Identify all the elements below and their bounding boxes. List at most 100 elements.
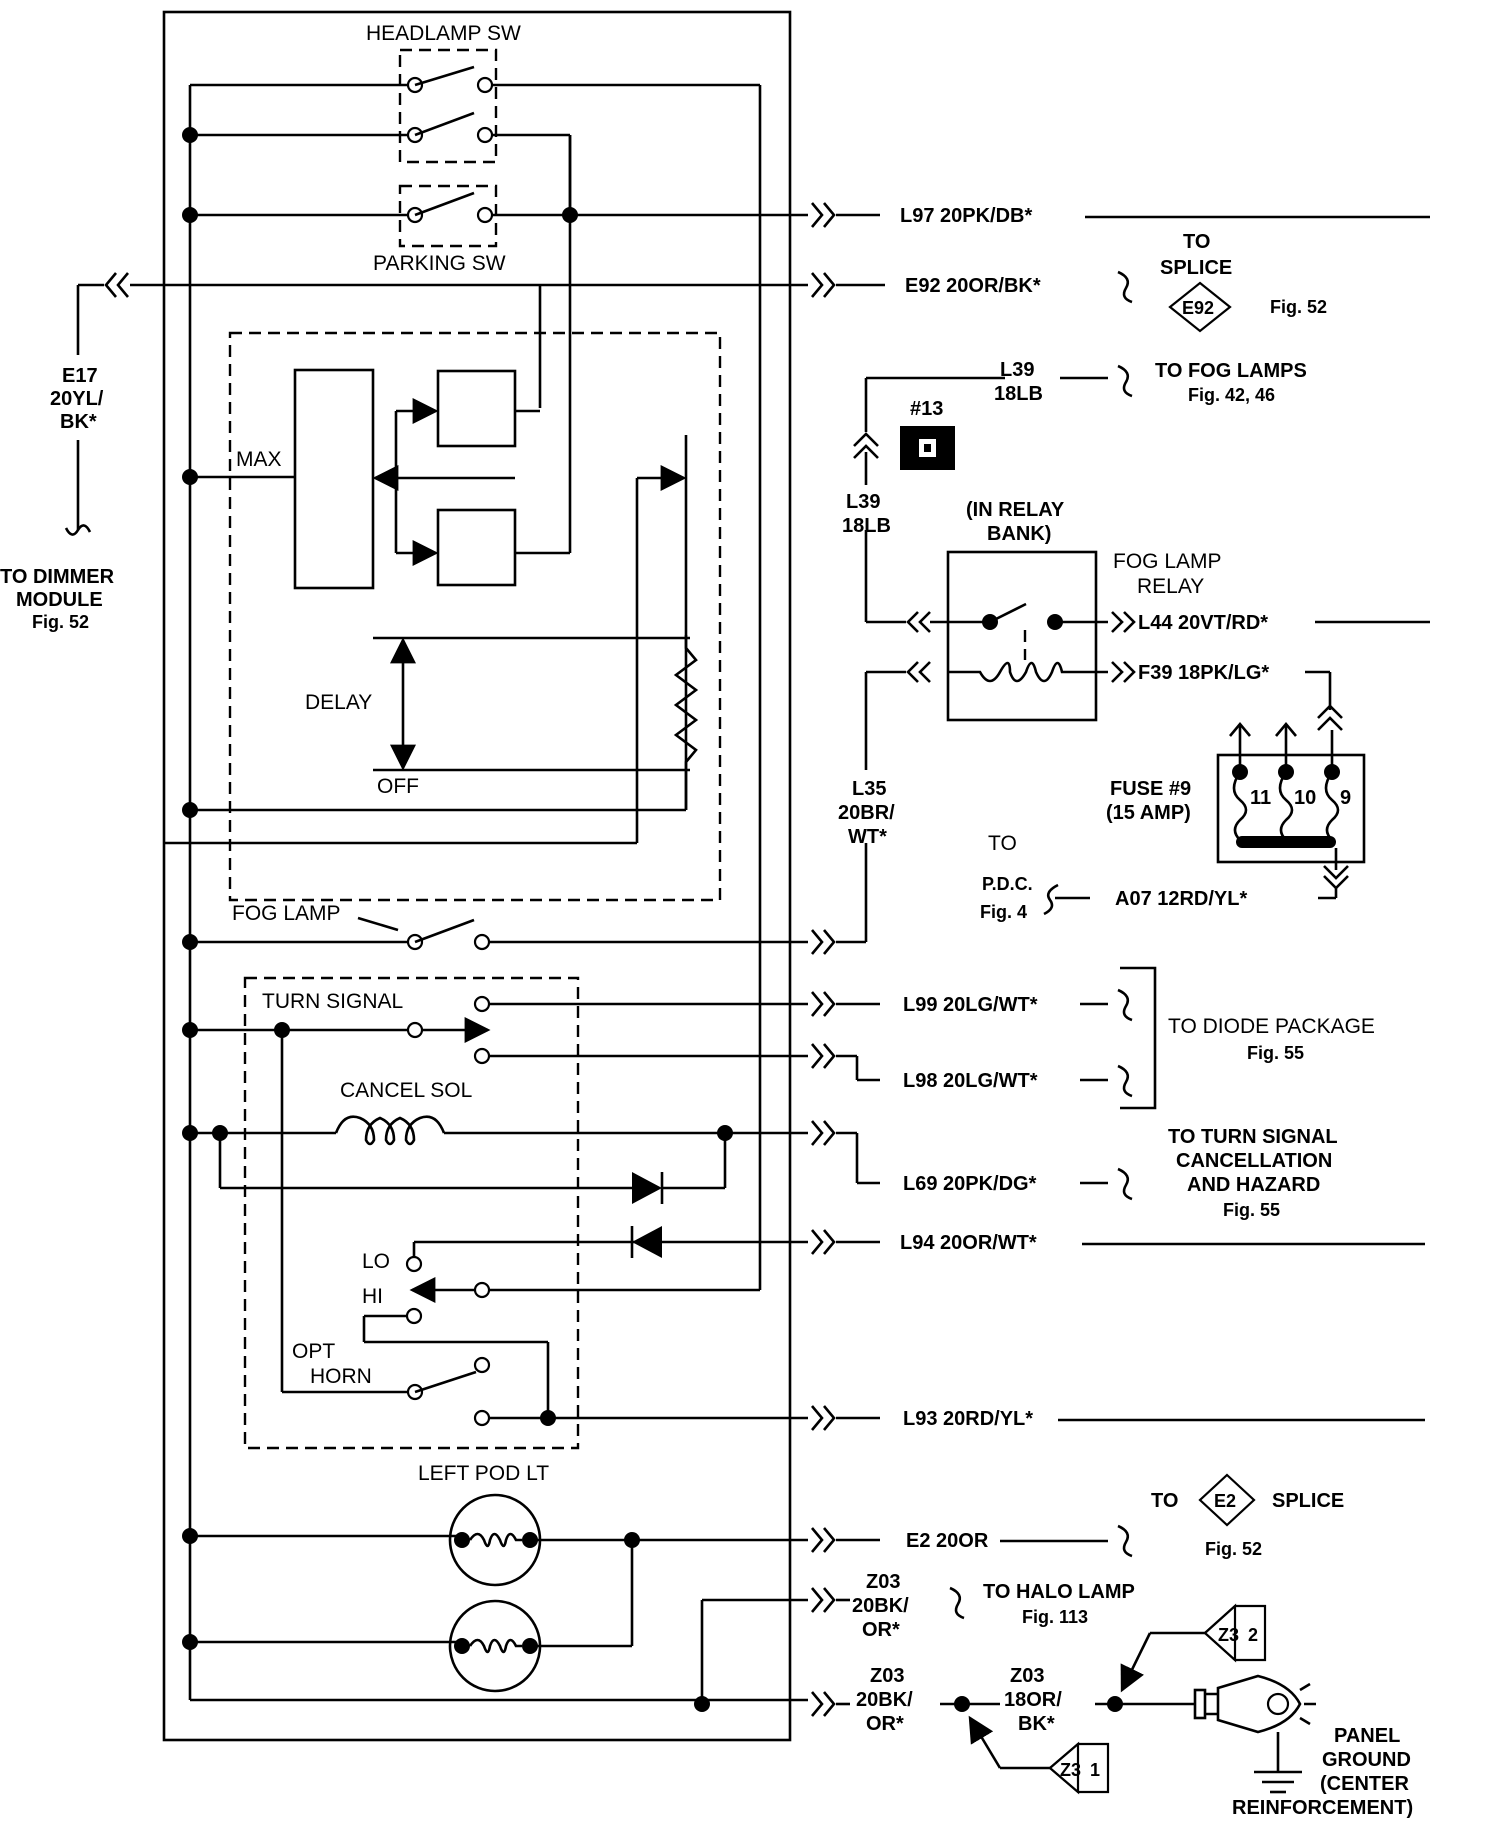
hi-label: HI [362,1285,383,1308]
svg-text:TO: TO [1151,1490,1178,1512]
to-fog-lamps: TO FOG LAMPS [1155,360,1307,382]
dimmer-module-box [228,331,722,902]
splice-e92-tag [1168,281,1232,333]
svg-text:2: 2 [1248,1625,1258,1645]
delay-label: DELAY [305,691,372,714]
svg-text:OPT: OPT [292,1340,335,1363]
svg-text:L39: L39 [1000,359,1034,381]
svg-text:L93 20RD/YL*: L93 20RD/YL* [903,1408,1033,1430]
cancel-sol-label: CANCEL SOL [340,1079,472,1102]
left-pod-lt-label: LEFT POD LT [418,1462,549,1485]
svg-text:FUSE #9: FUSE #9 [1110,778,1191,800]
panel-ground-label: PANEL [1334,1725,1400,1747]
svg-text:(15 AMP): (15 AMP) [1106,802,1191,824]
svg-text:10: 10 [1294,787,1316,809]
svg-text:GROUND: GROUND [1322,1749,1411,1771]
svg-text:CANCELLATION: CANCELLATION [1176,1150,1332,1172]
svg-text:Fig. 55: Fig. 55 [1223,1200,1280,1220]
fog-lamp-label: FOG LAMP [232,902,341,925]
svg-text:RELAY: RELAY [1137,575,1204,598]
diode-1 [632,1172,662,1204]
svg-text:Z03: Z03 [1010,1665,1044,1687]
ground-lug-icon [1205,1674,1302,1734]
svg-text:E17: E17 [62,365,98,387]
svg-text:L44 20VT/RD*: L44 20VT/RD* [1138,612,1268,634]
svg-text:OR*: OR* [866,1713,904,1735]
diode-2 [632,1226,662,1258]
svg-text:11: 11 [1250,787,1271,809]
svg-text:Fig. 55: Fig. 55 [1247,1043,1304,1063]
svg-text:1: 1 [1090,1760,1100,1780]
svg-text:L69 20PK/DG*: L69 20PK/DG* [903,1173,1037,1195]
svg-text:BK*: BK* [1018,1713,1055,1735]
svg-text:#13: #13 [910,398,943,420]
svg-text:18LB: 18LB [994,383,1043,405]
svg-text:Z3: Z3 [1060,1760,1081,1780]
svg-text:L99 20LG/WT*: L99 20LG/WT* [903,994,1038,1016]
headlamp-switch-box [398,48,498,164]
svg-text:20BK/: 20BK/ [852,1595,909,1617]
svg-text:Fig. 4: Fig. 4 [980,902,1027,922]
relay-block-top [436,369,517,448]
to-dimmer-module: TO DIMMER [0,566,115,588]
svg-text:Z3: Z3 [1218,1625,1239,1645]
svg-text:SPLICE: SPLICE [1160,257,1232,279]
svg-text:MODULE: MODULE [16,589,103,611]
horn-label: HORN [310,1365,372,1388]
off-label: OFF [377,775,419,798]
max-block [293,368,375,590]
turn-signal-box [243,976,580,1450]
splice-e2-tag [1198,1473,1256,1527]
svg-text:Fig. 52: Fig. 52 [1205,1539,1262,1559]
svg-text:18OR/: 18OR/ [1004,1689,1062,1711]
svg-text:Z03: Z03 [866,1571,900,1593]
svg-text:Fig. 113: Fig. 113 [1022,1607,1088,1627]
svg-text:Z03: Z03 [870,1665,904,1687]
diode-package-bracket [1120,966,1157,1110]
headlamp-sw-label: HEADLAMP SW [366,22,521,45]
svg-text:E92: E92 [1182,298,1214,318]
fuse-bus-bar [1236,836,1336,848]
svg-text:REINFORCEMENT): REINFORCEMENT) [1232,1797,1413,1819]
svg-text:E2 20OR: E2 20OR [906,1530,989,1552]
svg-text:L98 20LG/WT*: L98 20LG/WT* [903,1070,1038,1092]
svg-text:F39 18PK/LG*: F39 18PK/LG* [1138,662,1269,684]
wire-l97-label: L97 20PK/DB* [900,205,1032,227]
parking-sw-label: PARKING SW [373,252,506,275]
to-halo-lamp: TO HALO LAMP [983,1581,1135,1603]
svg-text:18LB: 18LB [842,515,891,537]
svg-text:Fig. 52: Fig. 52 [1270,297,1327,317]
relay-block-bottom [436,508,517,587]
svg-text:L35: L35 [852,778,886,800]
svg-text:WT*: WT* [848,826,887,848]
svg-text:(IN RELAY: (IN RELAY [966,499,1065,521]
svg-text:TO: TO [988,832,1017,855]
svg-text:20BR/: 20BR/ [838,802,895,824]
svg-text:SPLICE: SPLICE [1272,1490,1344,1512]
fuse-9-box [1216,753,1366,864]
svg-text:20BK/: 20BK/ [856,1689,913,1711]
svg-text:L94 20OR/WT*: L94 20OR/WT* [900,1232,1037,1254]
svg-text:OR*: OR* [862,1619,900,1641]
svg-text:Fig. 42, 46: Fig. 42, 46 [1188,385,1275,405]
svg-text:AND HAZARD: AND HAZARD [1187,1174,1320,1196]
lo-label: LO [362,1250,390,1273]
rheostat [673,635,699,778]
svg-text:TO: TO [1183,231,1210,253]
svg-text:BK*: BK* [60,411,97,433]
to-turn-signal-cancel: TO TURN SIGNAL [1168,1126,1338,1148]
turn-signal-label: TURN SIGNAL [262,990,403,1013]
svg-text:Fig. 52: Fig. 52 [32,612,89,632]
wire-e92-label: E92 20OR/BK* [905,275,1041,297]
fog-lamp-relay-box [946,550,1098,722]
svg-text:A07 12RD/YL*: A07 12RD/YL* [1115,888,1247,910]
max-label: MAX [236,448,282,471]
switch-body-outline [162,10,792,1742]
to-diode-package: TO DIODE PACKAGE [1168,1015,1375,1038]
svg-text:(CENTER: (CENTER [1320,1773,1409,1795]
svg-text:20YL/: 20YL/ [50,388,104,410]
relay-coil [948,661,1108,683]
svg-text:FOG LAMP: FOG LAMP [1113,550,1222,573]
svg-text:E2: E2 [1214,1491,1236,1511]
